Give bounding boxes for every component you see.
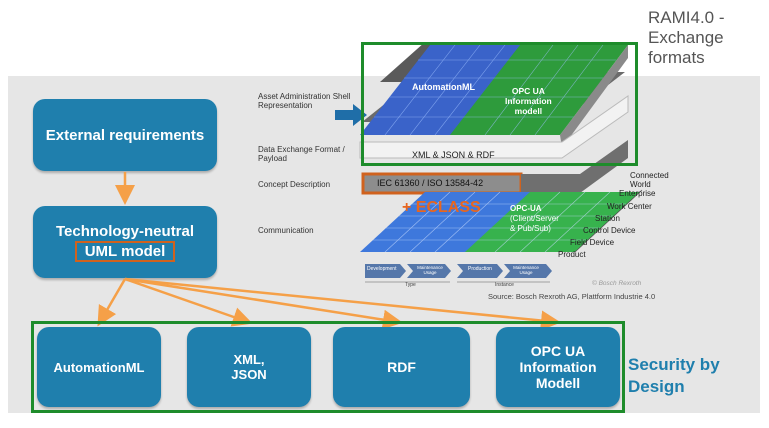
hier-connected: Connected <box>630 171 669 180</box>
hier-control-device: Control Device <box>583 226 636 235</box>
aas-automationml-label: AutomationML <box>412 82 475 92</box>
lifecycle-instance: Instance <box>495 282 514 288</box>
row-label-communication: Communication <box>258 226 314 235</box>
external-requirements-label: External requirements <box>45 126 205 144</box>
aas-opcua-line2: Information <box>505 96 552 106</box>
hier-product: Product <box>558 250 586 259</box>
automationml-box: AutomationML <box>37 327 161 407</box>
bottom-highlight-frame <box>31 321 625 413</box>
xml-layer-label: XML & JSON & RDF <box>412 150 495 160</box>
hier-station: Station <box>595 214 620 223</box>
source-note: Source: Bosch Rexroth AG, Plattform Indu… <box>488 292 656 301</box>
opcua-line1: OPC UA <box>530 343 586 359</box>
uml-model-line1: Technology-neutral <box>55 222 195 240</box>
comm-opcua-label: OPC-UA (Client/Server & Pub/Sub) <box>510 204 559 234</box>
hier-enterprise: Enterprise <box>619 189 656 198</box>
uml-model-box: Technology-neutral UML model <box>33 206 217 278</box>
eclass-label: + ECLASS <box>402 199 481 216</box>
aas-green-plane <box>450 45 628 135</box>
aas-opcua-label: OPC UA Information modell <box>505 86 552 116</box>
hier-field-device: Field Device <box>570 238 615 247</box>
comm-blue-plane <box>360 192 535 252</box>
xml-json-box: XML, JSON <box>187 327 311 407</box>
arrow-uml-to-opcua <box>124 277 561 331</box>
comm-opcua-line1: OPC-UA <box>510 204 542 213</box>
watermark: © Bosch Rexroth <box>592 280 642 287</box>
row-label-aas-line2: Representation <box>258 101 313 110</box>
lifecycle-production: Production <box>468 266 492 272</box>
lifecycle-development: Development <box>367 266 397 272</box>
row-label-aas-line1: Asset Administration Shell <box>258 92 351 101</box>
slide-title: RAMI4.0 - Exchange formats <box>648 8 725 67</box>
opcua-line3: Modell <box>535 375 581 391</box>
lifecycle-type: Type <box>405 282 416 288</box>
comm-opcua-line3: & Pub/Sub) <box>510 224 551 233</box>
row-label-payload-line2: Payload <box>258 154 287 163</box>
security-by-design: Security by Design <box>628 354 748 398</box>
row-label-concept: Concept Description <box>258 180 331 189</box>
arrow-uml-to-rdf <box>124 277 403 330</box>
security-line1: Security by <box>628 355 720 374</box>
iec-layer-label: IEC 61360 / ISO 13584-42 <box>377 178 484 188</box>
hier-work-center: Work Center <box>607 202 652 211</box>
security-line2: Design <box>628 377 685 396</box>
aas-opcua-line3: modell <box>514 106 543 116</box>
aas-input-arrow <box>335 104 367 126</box>
automationml-label: AutomationML <box>53 359 145 375</box>
rami-diagram <box>359 42 643 283</box>
xml-json-line2: JSON <box>231 367 267 382</box>
lifecycle-maintenance-2: Maintenance Usage <box>513 265 539 275</box>
row-label-payload: Data Exchange Format / Payload <box>258 145 345 163</box>
rami-highlight-frame <box>361 42 638 166</box>
arrow-uml-to-aml <box>97 278 127 327</box>
opcua-line2: Information <box>519 359 597 375</box>
row-label-aas: Asset Administration Shell Representatio… <box>258 92 351 110</box>
opcua-box: OPC UA Information Modell <box>496 327 620 407</box>
rdf-box: RDF <box>333 327 470 407</box>
uml-model-line2: UML model <box>74 240 176 262</box>
lifecycle-maintenance-1: Maintenance Usage <box>417 265 443 275</box>
arrow-uml-to-xml <box>124 277 253 327</box>
comm-opcua-line2: (Client/Server <box>510 214 559 223</box>
hier-world: World <box>630 180 651 189</box>
external-requirements-box: External requirements <box>33 99 217 171</box>
row-label-payload-line1: Data Exchange Format / <box>258 145 345 154</box>
rdf-label: RDF <box>387 359 416 375</box>
xml-json-line1: XML, <box>233 352 265 367</box>
aas-opcua-line1: OPC UA <box>511 86 545 96</box>
